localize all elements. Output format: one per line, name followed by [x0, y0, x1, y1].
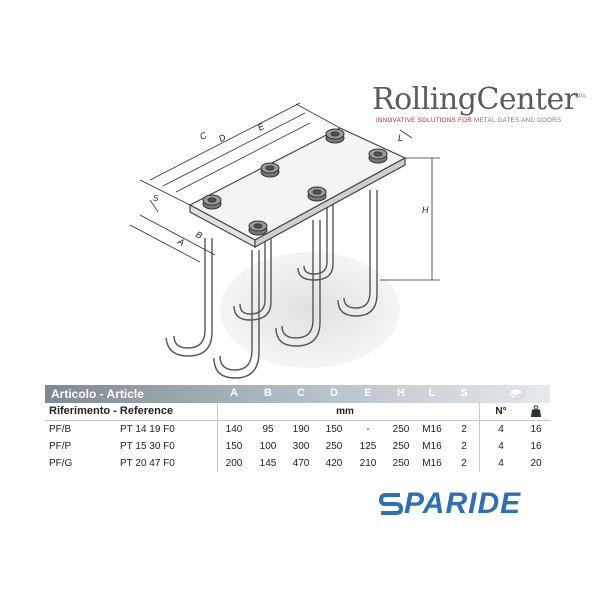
- cell-a: 140: [225, 424, 243, 435]
- paride-s-icon: [378, 493, 404, 515]
- cell-reference: PT 20 47 F0: [120, 458, 175, 469]
- cell-b: 145: [259, 458, 277, 469]
- cell-l: M16: [422, 458, 442, 469]
- cell-e: -: [366, 424, 370, 435]
- cell-weight: 16: [530, 441, 542, 452]
- reference-label: Riferimento - Reference: [49, 405, 174, 417]
- col-header-d: D: [330, 387, 338, 399]
- cell-article: PF/P: [49, 441, 72, 452]
- col-header-h: H: [397, 387, 405, 399]
- tagline-red: INNOVATIVE SOLUTIONS FOR: [376, 117, 473, 124]
- table-title: Articolo - Article: [51, 387, 144, 401]
- cell-s: 2: [461, 458, 467, 469]
- cell-article: PF/B: [49, 424, 72, 435]
- table-subheader: Riferimento - Reference mm N°: [45, 403, 550, 420]
- table-row: PF/P PT 15 30 F0 150 100 300 250 125 250 M16 2 4 16: [45, 438, 550, 455]
- cell-a: 200: [225, 458, 243, 469]
- cell-b: 95: [262, 424, 274, 435]
- cell-c: 190: [292, 424, 310, 435]
- table-header: Articolo - Article A B C D E H L S: [45, 385, 550, 403]
- cell-reference: PT 15 30 F0: [120, 441, 175, 452]
- cell-h: 250: [392, 458, 410, 469]
- dimension-lines: [129, 102, 440, 281]
- col-header-b: B: [264, 387, 272, 399]
- dim-label-l: L: [398, 133, 404, 143]
- dim-label-h: H: [422, 205, 429, 215]
- col-header-e: E: [364, 387, 372, 399]
- spec-table: Articolo - Article A B C D E H L S Rifer…: [45, 385, 550, 472]
- tagline-grey: METAL GATES AND DOORS: [474, 117, 562, 124]
- cell-h: 250: [392, 424, 410, 435]
- cell-weight: 20: [530, 458, 542, 469]
- col-header-c: C: [297, 387, 305, 399]
- col-header-a: A: [230, 387, 238, 399]
- package-icon: [507, 387, 525, 401]
- dim-label-s: S: [153, 194, 159, 203]
- col-header-s: S: [460, 387, 468, 399]
- cell-c: 300: [292, 441, 310, 452]
- base-plate: [188, 127, 407, 249]
- count-label: N°: [495, 406, 507, 417]
- cell-d: 150: [325, 424, 343, 435]
- unit-label: mm: [336, 406, 354, 417]
- paride-wordmark: PARIDE: [404, 487, 522, 520]
- paride-logo: PARIDE: [378, 487, 598, 520]
- cell-d: 250: [325, 441, 343, 452]
- cell-h: 250: [392, 441, 410, 452]
- col-header-l: L: [428, 387, 436, 399]
- table-row: PF/B PT 14 19 F0 140 95 190 150 - 250 M16 2 4 16: [45, 420, 550, 438]
- cell-l: M16: [422, 424, 442, 435]
- cell-e: 210: [359, 458, 377, 469]
- logo-tagline: INNOVATIVE SOLUTIONS FOR METAL GATES AND…: [376, 117, 561, 124]
- cell-c: 470: [292, 458, 310, 469]
- cell-weight: 16: [530, 424, 542, 435]
- logo-spa: SPA: [574, 94, 586, 100]
- cell-article: PF/G: [49, 458, 73, 469]
- nuts: [202, 128, 388, 236]
- logo-wordmark: RollingCenter: [372, 82, 578, 117]
- cell-b: 100: [259, 441, 277, 452]
- cell-a: 150: [225, 441, 243, 452]
- cell-count: 4: [498, 458, 504, 469]
- weight-icon: [531, 405, 541, 417]
- cell-e: 125: [359, 441, 377, 452]
- rollingcenter-logo: RollingCenter SPA INNOVATIVE SOLUTIONS F…: [372, 84, 592, 128]
- cell-count: 4: [498, 441, 504, 452]
- cell-l: M16: [422, 441, 442, 452]
- cell-d: 420: [325, 458, 343, 469]
- cell-count: 4: [498, 424, 504, 435]
- cell-reference: PT 14 19 F0: [120, 424, 175, 435]
- anchor-bars: [165, 190, 378, 379]
- cell-s: 2: [461, 441, 467, 452]
- cell-s: 2: [461, 424, 467, 435]
